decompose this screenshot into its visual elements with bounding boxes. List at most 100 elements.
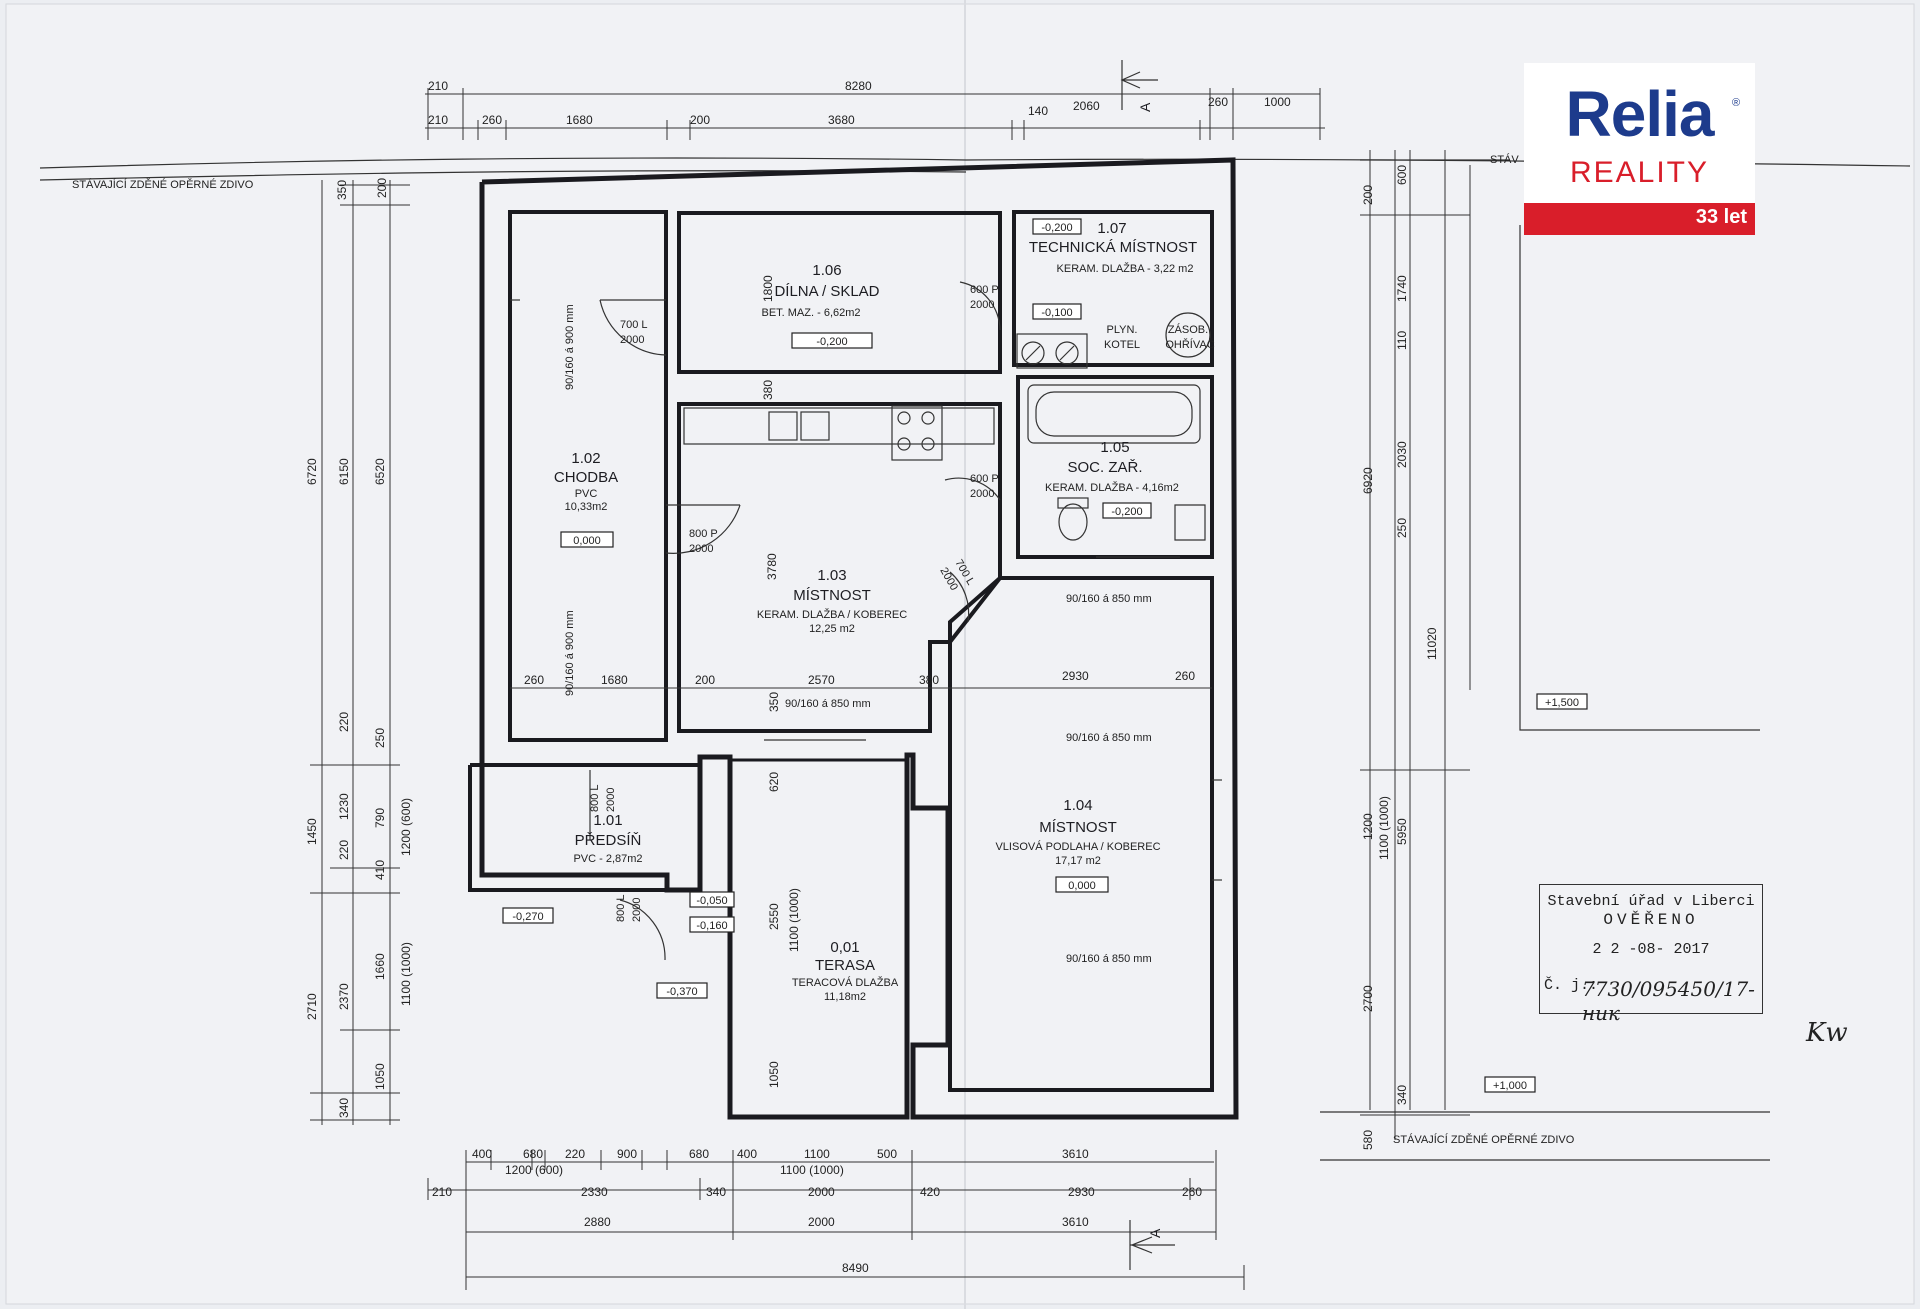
dim-inner-350: 350 — [767, 692, 781, 712]
heater-label-2: OHŘÍVAČ — [1165, 338, 1214, 351]
door-labels: 700 L 2000 800 P 2000 800 L 2000 800 L 2… — [589, 284, 999, 922]
room-1-06: 1.06 DÍLNA / SKLAD BET. MAZ. - 6,62m2 -0… — [761, 262, 880, 349]
dim-top-210-a: 210 — [428, 79, 448, 93]
relia-reality-logo: Relia ® REALITY 33 let — [1524, 63, 1755, 235]
dim-top-8280: 8280 — [845, 79, 872, 93]
dim-left-350: 350 — [335, 180, 349, 200]
heater-label-1: ZÁSOB. — [1168, 323, 1208, 336]
dim-left-1200-600: 1200 (600) — [399, 798, 413, 856]
dim-top-260: 260 — [482, 113, 502, 127]
dim-bot3-3610: 3610 — [1062, 1215, 1089, 1229]
dim-bot3-2000: 2000 — [808, 1215, 835, 1229]
door-1-height: 2000 — [620, 334, 644, 346]
dim-inner-3780: 3780 — [765, 553, 779, 580]
door-6-height: 2000 — [970, 488, 994, 500]
dim-bot1-680: 680 — [523, 1147, 543, 1161]
dim-left-340: 340 — [337, 1098, 351, 1118]
dim-right-580: 580 — [1361, 1130, 1375, 1150]
terrace-name: TERASA — [815, 957, 875, 974]
dim-bot1-400-b: 400 — [737, 1147, 757, 1161]
room-1-03-finish: KERAM. DLAŽBA / KOBEREC — [757, 608, 907, 621]
retaining-wall-bottom: STÁVAJÍCÍ ZDĚNÉ OPĚRNÉ ZDIVO — [1320, 1111, 1770, 1161]
room-1-05-finish: KERAM. DLAŽBA - 4,16m2 — [1045, 481, 1179, 494]
section-mark-bottom: A — [1147, 1228, 1163, 1238]
bottom-dimensions: 400 680 220 900 680 400 1100 500 3610 12… — [427, 1147, 1245, 1290]
dim-right-1740: 1740 — [1395, 275, 1409, 302]
door-3-height: 2000 — [605, 788, 617, 812]
room-1-06-name: DÍLNA / SKLAD — [774, 283, 879, 300]
dim-left-790: 790 — [373, 808, 387, 828]
dim-left-200: 200 — [375, 178, 389, 198]
room-1-07-finish: KERAM. DLAŽBA - 3,22 m2 — [1057, 262, 1194, 275]
window-1-04-c: 90/160 á 850 mm — [1066, 953, 1152, 965]
room-1-05-level: -0,200 — [1111, 506, 1142, 518]
boiler-label-1: PLYN. — [1107, 324, 1138, 336]
dim-top-260-r: 260 — [1208, 95, 1228, 109]
logo-red-bar — [1524, 203, 1755, 235]
dim-top-1000: 1000 — [1264, 95, 1291, 109]
door-2-width: 800 P — [689, 528, 718, 540]
level-plus-1-500: +1,500 — [1545, 697, 1579, 709]
inner-dimensions: 1800 380 3780 350 620 2550 1100 (1000) 1… — [524, 275, 1195, 1088]
room-1-03-name: MÍSTNOST — [793, 587, 871, 604]
dim-left-6520: 6520 — [373, 458, 387, 485]
dim-bot1-400: 400 — [472, 1147, 492, 1161]
room-1-06-number: 1.06 — [812, 262, 841, 279]
stamp-ref-label: Č. j.: — [1544, 977, 1599, 994]
room-1-02-finish: PVC — [575, 488, 598, 500]
dim-inner-620: 620 — [767, 772, 781, 792]
room-1-03: 1.03 MÍSTNOST KERAM. DLAŽBA / KOBEREC 12… — [757, 567, 907, 635]
room-1-04-level: 0,000 — [1068, 880, 1096, 892]
stamp-date: 2 2 -08- 2017 — [1592, 941, 1710, 958]
dim-inner-2930: 2930 — [1062, 669, 1089, 683]
dim-bot2-210: 210 — [432, 1185, 452, 1199]
dim-bot2-340: 340 — [706, 1185, 726, 1199]
dim-right-110: 110 — [1395, 331, 1409, 350]
level-0-050: -0,050 — [696, 895, 727, 907]
top-dimensions: 210 8280 210 260 1680 200 3680 140 2060 … — [425, 60, 1325, 140]
dim-left-250: 250 — [373, 728, 387, 748]
room-1-01-finish: PVC - 2,87m2 — [573, 853, 642, 865]
dim-left-2710: 2710 — [305, 993, 319, 1020]
dim-right-6920: 6920 — [1361, 467, 1375, 494]
dim-right-600: 600 — [1395, 165, 1409, 185]
room-1-01: 1.01 PŘEDSÍŇ PVC - 2,87m2 — [573, 812, 642, 865]
dim-bot-sub-1100-1000: 1100 (1000) — [780, 1163, 844, 1177]
dim-bot2-420: 420 — [920, 1185, 940, 1199]
verification-stamp: Stavební úřad v Liberci OVĚŘENO 2 2 -08-… — [1539, 884, 1763, 1025]
dim-inner-2550: 2550 — [767, 903, 781, 930]
dim-inner-1800: 1800 — [761, 275, 775, 302]
room-1-01-name: PŘEDSÍŇ — [575, 832, 642, 849]
dim-left-1100-1000: 1100 (1000) — [399, 942, 413, 1006]
dim-right-11020: 11020 — [1425, 627, 1439, 660]
room-1-07: -0,200 1.07 TECHNICKÁ MÍSTNOST KERAM. DL… — [1029, 218, 1215, 351]
dim-top-1680: 1680 — [566, 113, 593, 127]
dim-right-5950: 5950 — [1395, 818, 1409, 845]
dim-left-220-b: 220 — [337, 840, 351, 860]
door-swings — [589, 281, 1001, 961]
dim-bot-sub-1200-600: 1200 (600) — [505, 1163, 563, 1177]
dim-bot1-1100: 1100 — [804, 1147, 830, 1161]
dim-bot1-3610: 3610 — [1062, 1147, 1089, 1161]
terrace-area: 11,18m2 — [824, 991, 866, 1003]
room-1-07-number: 1.07 — [1097, 220, 1126, 237]
room-1-03-number: 1.03 — [817, 567, 846, 584]
dim-left-1660: 1660 — [373, 953, 387, 980]
boiler-label-2: KOTEL — [1104, 339, 1140, 351]
door-4-width: 800 L — [615, 894, 627, 922]
dim-bot-total-8490: 8490 — [842, 1261, 869, 1275]
door-4-height: 2000 — [631, 898, 643, 922]
level-markers: -0,270 -0,050 -0,160 -0,370 +1,500 +1,00… — [502, 693, 1588, 1093]
dim-right-1200: 1200 — [1361, 813, 1375, 840]
windows — [510, 299, 1222, 881]
dim-left-1450: 1450 — [305, 818, 319, 845]
room-1-07-name: TECHNICKÁ MÍSTNOST — [1029, 239, 1197, 256]
room-1-04-area: 17,17 m2 — [1055, 855, 1101, 867]
door-2-height: 2000 — [689, 543, 713, 555]
room-1-04: 1.04 MÍSTNOST VLISOVÁ PODLAHA / KOBEREC … — [995, 797, 1161, 893]
room-1-05-name: SOC. ZAŘ. — [1067, 459, 1142, 476]
dim-left-6720: 6720 — [305, 458, 319, 485]
dim-right-200: 200 — [1361, 185, 1375, 205]
room-1-01-number: 1.01 — [593, 812, 622, 829]
dim-top-3680: 3680 — [828, 113, 855, 127]
